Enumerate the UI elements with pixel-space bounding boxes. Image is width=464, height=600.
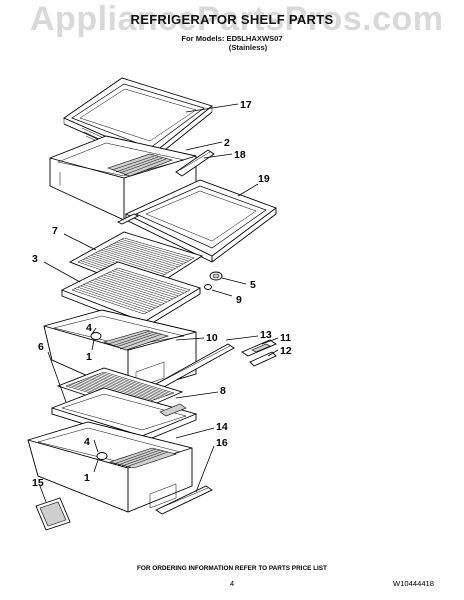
callout-1-middle: 1 xyxy=(86,351,92,363)
wire-line xyxy=(95,252,165,275)
part-15-label-card xyxy=(35,497,71,531)
wire-line xyxy=(94,375,165,397)
part-5-knob xyxy=(209,271,223,281)
callout-7: 7 xyxy=(52,225,58,237)
callout-1-bottom: 1 xyxy=(84,472,90,484)
wire-line xyxy=(80,285,153,310)
wire-line xyxy=(100,249,171,272)
part-12-slide xyxy=(249,351,277,367)
callout-18: 18 xyxy=(234,149,246,161)
wire-line xyxy=(103,248,173,271)
wire-line xyxy=(86,282,159,307)
wire-line xyxy=(121,239,192,260)
wire-line xyxy=(112,270,185,294)
callout-17: 17 xyxy=(240,99,252,111)
wire-line xyxy=(89,281,162,306)
wire-line xyxy=(82,379,153,401)
callout-4-bottom: 4 xyxy=(84,436,90,448)
wire-line xyxy=(106,247,176,269)
part-14-bottom-drawer xyxy=(27,421,193,513)
callout-19: 19 xyxy=(258,173,270,185)
part-6-shelf-frame xyxy=(50,387,198,443)
diagram-title: REFRIGERATOR SHELF PARTS xyxy=(131,12,334,27)
part-9-clip xyxy=(204,284,212,290)
callout-15: 15 xyxy=(32,477,44,489)
wire-line xyxy=(118,240,189,262)
part-16-rod xyxy=(155,485,213,515)
wire-line xyxy=(100,276,173,300)
wire-line xyxy=(98,251,168,274)
part-11-slide xyxy=(241,339,277,357)
callout-12: 12 xyxy=(280,345,292,357)
wire-line xyxy=(106,273,179,297)
part-19-glass-shelf xyxy=(116,179,277,263)
callout-10: 10 xyxy=(206,332,218,344)
wire-line xyxy=(113,243,184,265)
wire-line xyxy=(101,372,172,395)
callout-13: 13 xyxy=(260,329,272,341)
wire-line xyxy=(74,288,147,313)
models-line: For Models: ED5LHAXWS07 xyxy=(181,34,282,43)
callout-4-middle: 4 xyxy=(86,322,92,334)
callout-5: 5 xyxy=(250,279,256,291)
wire-line xyxy=(109,271,182,295)
wire-line xyxy=(77,287,150,312)
part-10-middle-drawer xyxy=(43,309,197,395)
wire-line xyxy=(87,377,158,399)
wire-line xyxy=(92,376,163,398)
variant-label: (Stainless) xyxy=(229,43,268,52)
wire-line xyxy=(116,241,187,263)
callout-14: 14 xyxy=(216,421,228,433)
watermark-text: AppliancePartsPros.com xyxy=(30,0,443,38)
wire-line xyxy=(84,378,156,400)
wire-line xyxy=(111,244,181,266)
callout-11: 11 xyxy=(280,332,291,344)
wire-line xyxy=(99,373,170,395)
callout-2: 2 xyxy=(224,137,230,149)
part-17-glass-shelf xyxy=(63,77,213,163)
wire-line xyxy=(108,245,179,268)
callout-9: 9 xyxy=(236,294,242,306)
wire-line xyxy=(96,374,167,396)
wire-line xyxy=(103,274,176,298)
callout-6: 6 xyxy=(38,341,44,353)
wire-line xyxy=(94,278,168,303)
callout-3: 3 xyxy=(32,253,38,265)
callout-8: 8 xyxy=(220,385,226,397)
leader-lines xyxy=(39,103,279,503)
part-3-hatching xyxy=(74,269,188,313)
document-number: W10444418 xyxy=(393,579,434,588)
part-18-cover-rod xyxy=(175,149,215,177)
wire-line xyxy=(89,377,160,399)
wire-line xyxy=(83,284,156,309)
wire-line xyxy=(92,280,165,304)
wire-line xyxy=(97,277,170,301)
ordering-note: FOR ORDERING INFORMATION REFER TO PARTS … xyxy=(137,565,327,572)
callout-16: 16 xyxy=(216,437,228,449)
page-number: 4 xyxy=(230,579,234,588)
wire-line xyxy=(115,269,188,292)
